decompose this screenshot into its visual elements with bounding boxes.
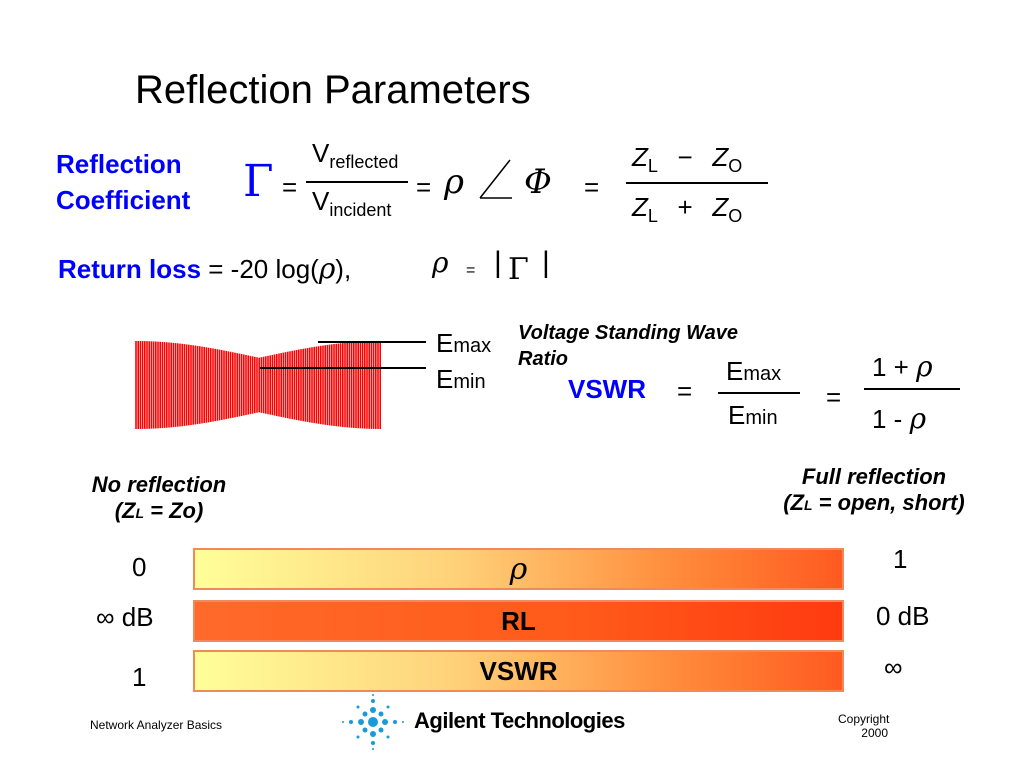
- gamma-symbol: Γ: [243, 156, 274, 207]
- return-loss-label: Return loss: [58, 254, 202, 284]
- l-sub-1: L: [647, 156, 658, 176]
- reflection-coefficient-label: Reflection Coefficient: [56, 146, 190, 218]
- rl-bar-label: RL: [501, 605, 536, 636]
- one-plus: 1 +: [872, 352, 909, 382]
- v-letter-2: V: [312, 186, 330, 216]
- equals-small: =: [466, 262, 476, 279]
- rho-symbol-vswr-2: ρ: [909, 402, 927, 435]
- vswr-emax-e: E: [726, 356, 744, 386]
- vswr-fraction-line-1: [718, 392, 800, 394]
- full-reflection-z: (Z: [783, 490, 804, 515]
- vswr-emin-e: E: [728, 400, 746, 430]
- agilent-spark-icon: [342, 694, 404, 750]
- vswr-denominator: 1 - ρ: [872, 402, 926, 435]
- abs-bar-left: |: [494, 246, 502, 279]
- return-loss-part1: = -20 log(: [201, 254, 319, 284]
- angle-icon: [479, 159, 512, 199]
- v-letter: V: [312, 138, 330, 168]
- full-reflection-line1: Full reflection: [801, 464, 947, 489]
- vswr-emin: Emin: [728, 400, 778, 431]
- standing-wave-waveform: [135, 341, 426, 429]
- full-reflection-sub: L: [804, 497, 813, 513]
- v-reflected: Vreflected: [312, 138, 399, 172]
- no-reflection-line2: (ZL = Zo): [72, 498, 246, 524]
- z-letter-3: Z: [632, 192, 648, 222]
- z-letter-4: Z: [712, 192, 729, 222]
- return-loss-part2: ),: [335, 254, 352, 284]
- vswr-label: VSWR: [568, 374, 646, 404]
- copyright-line1: Copyright: [838, 712, 890, 726]
- vswr-scale-bar: VSWR: [193, 650, 844, 692]
- footer-left-text: Network Analyzer Basics: [90, 718, 223, 732]
- o-sub-1: O: [728, 156, 743, 176]
- vswr-heading-line1: Voltage Standing Wave: [518, 322, 739, 344]
- emin-sub: min: [453, 371, 486, 393]
- vswr-bar-label: VSWR: [479, 655, 558, 686]
- return-loss-formula: Return loss = -20 log(ρ),: [58, 252, 351, 285]
- l-sub-2: L: [647, 206, 658, 226]
- no-reflection-sub: L: [135, 505, 145, 521]
- reflected-sub: reflected: [329, 152, 399, 172]
- full-reflection-line2: (ZL = open, short): [756, 490, 992, 516]
- vswr-emax-sub: max: [743, 363, 782, 385]
- reflection-label-line2: Coefficient: [56, 185, 191, 215]
- rl-scale-bar: RL: [193, 600, 844, 642]
- incident-sub: incident: [329, 200, 392, 220]
- rho-symbol-vswr-1: ρ: [916, 350, 933, 383]
- one-minus: 1 -: [872, 404, 903, 434]
- vswr-fraction-line-2: [864, 388, 960, 390]
- fraction-line-z: [626, 182, 768, 184]
- no-reflection-rest: = Zo): [144, 498, 204, 523]
- rl-left-value: ∞ dB: [96, 602, 154, 632]
- abs-bar-right: |: [542, 246, 550, 279]
- emin-label: Emin: [436, 364, 486, 395]
- rho-right-value: 1: [893, 544, 908, 574]
- vswr-left-value: 1: [132, 662, 147, 692]
- emax-label: Emax: [436, 328, 491, 359]
- vswr-heading-line2: Ratio: [518, 348, 568, 370]
- full-reflection-label: Full reflection (ZL = open, short): [756, 464, 992, 516]
- rho-symbol-2: ρ: [432, 246, 449, 279]
- denominator-zl-zo: ZL + ZO: [632, 192, 743, 226]
- rho-symbol: ρ: [444, 162, 464, 202]
- z-letter-2: Z: [712, 142, 729, 172]
- no-reflection-line1: No reflection: [91, 472, 227, 497]
- copyright-line2: 2000: [861, 726, 888, 740]
- full-reflection-rest: = open, short): [812, 490, 965, 515]
- vswr-right-value: ∞: [884, 652, 903, 682]
- minus-sign: −: [677, 142, 693, 172]
- vswr-emax: Emax: [726, 356, 781, 387]
- rho-bar-label: ρ: [509, 551, 528, 587]
- vswr-equals-2: =: [826, 382, 842, 412]
- emax-e: E: [436, 328, 454, 358]
- o-sub-2: O: [728, 206, 743, 226]
- plus-sign: +: [677, 192, 693, 222]
- phi-symbol: Φ: [524, 162, 552, 202]
- emin-e: E: [436, 364, 454, 394]
- rho-symbol-rl: ρ: [318, 252, 336, 285]
- gamma-symbol-2: Γ: [508, 252, 529, 287]
- rho-scale-bar: ρ: [193, 548, 844, 590]
- numerator-zl-zo: ZL − ZO: [632, 142, 743, 176]
- rl-right-value: 0 dB: [876, 601, 930, 631]
- reflection-label-line1: Reflection: [56, 149, 182, 179]
- fraction-line-v: [306, 181, 408, 183]
- copyright: Copyright 2000: [838, 712, 890, 740]
- agilent-logo-text: Agilent Technologies: [414, 708, 625, 733]
- z-letter-1: Z: [632, 142, 648, 172]
- equals-2: =: [416, 172, 432, 202]
- vswr-numerator: 1 + ρ: [872, 350, 933, 383]
- rho-left-value: 0: [132, 552, 147, 582]
- equals-1: =: [282, 172, 298, 202]
- vswr-emin-sub: min: [745, 407, 778, 429]
- vswr-heading: Voltage Standing Wave Ratio: [518, 320, 738, 372]
- equals-3: =: [584, 172, 600, 202]
- v-incident: Vincident: [312, 186, 392, 220]
- page-title: Reflection Parameters: [135, 68, 531, 112]
- vswr-equals-1: =: [677, 376, 693, 406]
- emax-sub: max: [453, 335, 492, 357]
- wave-lines: [135, 341, 381, 429]
- no-reflection-z: (Z: [114, 498, 136, 523]
- no-reflection-label: No reflection (ZL = Zo): [72, 472, 246, 524]
